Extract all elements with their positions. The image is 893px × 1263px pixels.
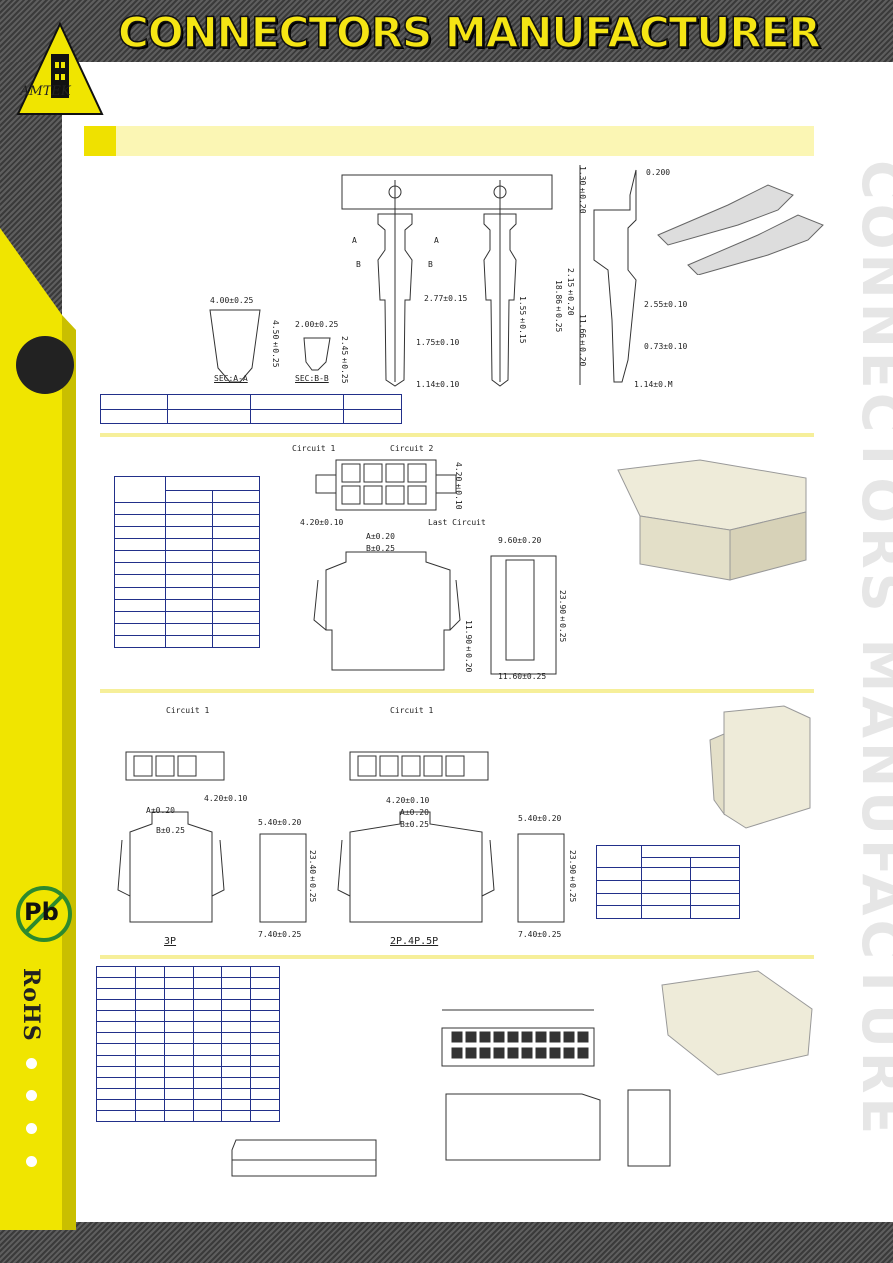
watermark-text: CONNECTORS MANUFACTURE	[850, 160, 893, 1139]
dim-073: 0.73±0.10	[644, 342, 688, 351]
terminal-3d-image	[657, 184, 824, 275]
dim-130: 1.30±0.20	[578, 166, 587, 214]
dim-175: 1.75±0.10	[416, 338, 460, 347]
section-letter-a: A	[352, 236, 357, 245]
pb-label: Pb	[24, 898, 59, 926]
circuit2-label: Circuit 2	[390, 444, 434, 453]
footer-band	[62, 1222, 893, 1263]
dim-1886: 18.86±0.25	[554, 280, 563, 333]
pitch-left-label: 4.20±0.10	[204, 794, 248, 803]
circuit1-left-label: Circuit 1	[166, 706, 210, 715]
amtek-logo-icon	[16, 22, 104, 115]
dim-1166: 11.66±0.20	[578, 314, 587, 367]
circuit1-label: Circuit 1	[292, 444, 336, 453]
dual-row-connector-3d-image	[617, 459, 807, 581]
dim-b-left-label: B±0.25	[156, 826, 185, 835]
dual-row-spec-table	[114, 476, 260, 649]
sec-a-label: SEC:A-A	[214, 374, 248, 383]
pb-free-icon	[16, 886, 72, 942]
dim-540-right-label: 5.40±0.20	[518, 814, 562, 823]
bullet-dot	[26, 1058, 37, 1069]
dim-0200: 0.200	[646, 168, 671, 177]
section-letter-b: B	[356, 260, 361, 269]
logo-text: AMTEK	[20, 84, 71, 99]
circuit1-right-label: Circuit 1	[390, 706, 434, 715]
terminal-spec-table	[100, 394, 402, 424]
dim-1160-label: 11.60±0.25	[498, 672, 547, 681]
dim-277: 2.77±0.15	[424, 294, 468, 303]
double-row-spec-table	[96, 965, 280, 1123]
section-letter-a: A	[434, 236, 439, 245]
pitch-right-label: 4.20±0.10	[386, 796, 430, 805]
label-2p-4p-5p: 2P.4P.5P	[390, 936, 439, 947]
page-title: CONNECTORS MANUFACTURER	[117, 7, 821, 58]
section-letter-b: B	[428, 260, 433, 269]
dim-2390-label: 23.90±0.25	[568, 850, 577, 903]
dim-a-left-label: A±0.20	[146, 806, 175, 815]
dim-960-label: 9.60±0.20	[498, 536, 542, 545]
section-divider	[100, 433, 814, 437]
dim-740-left-label: 7.40±0.25	[258, 930, 302, 939]
dim-215: 2.15±0.20	[566, 268, 575, 316]
bullet-dot	[26, 1156, 37, 1167]
section-divider	[100, 955, 814, 959]
section-header-bar	[84, 126, 814, 156]
left-yellow-panel	[0, 228, 76, 1230]
sec-b-label: SEC:B-B	[295, 374, 329, 383]
pitch-h-label: 4.20±0.10	[300, 518, 344, 527]
rohs-label: RoHS	[18, 968, 44, 1042]
last-circuit-label: Last Circuit	[428, 518, 486, 527]
dim-114: 1.14±0.10	[416, 380, 460, 389]
dim-540-left-label: 5.40±0.20	[258, 818, 302, 827]
dim-155: 1.55±0.15	[518, 296, 527, 344]
dual-row-connector-drawing	[313, 459, 557, 675]
terminal-drawing	[209, 165, 637, 387]
single-row-connector-3d-image	[709, 705, 811, 829]
dim-a-right-label: A±0.20	[400, 808, 429, 817]
bullet-dot	[26, 1090, 37, 1101]
dim-b-label: B±0.25	[366, 544, 395, 553]
dim-255: 2.55±0.10	[644, 300, 688, 309]
label-3p: 3P	[164, 936, 177, 947]
dim-740-right-label: 7.40±0.25	[518, 930, 562, 939]
pb-free-badge: Pb	[14, 884, 74, 944]
dim-a-label: A±0.20	[366, 532, 395, 541]
dim-114m: 1.14±0.M	[634, 380, 673, 389]
double-row-connector-drawing	[231, 1009, 671, 1177]
dim-2340-label: 23.40±0.25	[308, 850, 317, 903]
header-band	[0, 0, 893, 62]
bullet-dot	[26, 1123, 37, 1134]
dim-2390-label: 23.90±0.25	[558, 590, 567, 643]
dim-b-right-label: B±0.25	[400, 820, 429, 829]
dim-sec-b-width: 2.00±0.25	[295, 320, 339, 329]
dim-sec-b-height: 2.45±0.25	[340, 336, 349, 384]
black-dot-marker	[16, 336, 74, 394]
double-row-connector-3d-image	[661, 970, 813, 1076]
section-marker	[84, 126, 116, 156]
section-divider	[100, 689, 814, 693]
single-row-connector-drawing	[117, 751, 565, 923]
single-row-spec-table	[596, 845, 740, 919]
dim-1190-label: 11.90±0.20	[464, 620, 473, 673]
pitch-v-label: 4.20±0.10	[454, 462, 463, 510]
dim-sec-a-height: 4.50±0.25	[271, 320, 280, 368]
dim-top-width: 4.00±0.25	[210, 296, 254, 305]
